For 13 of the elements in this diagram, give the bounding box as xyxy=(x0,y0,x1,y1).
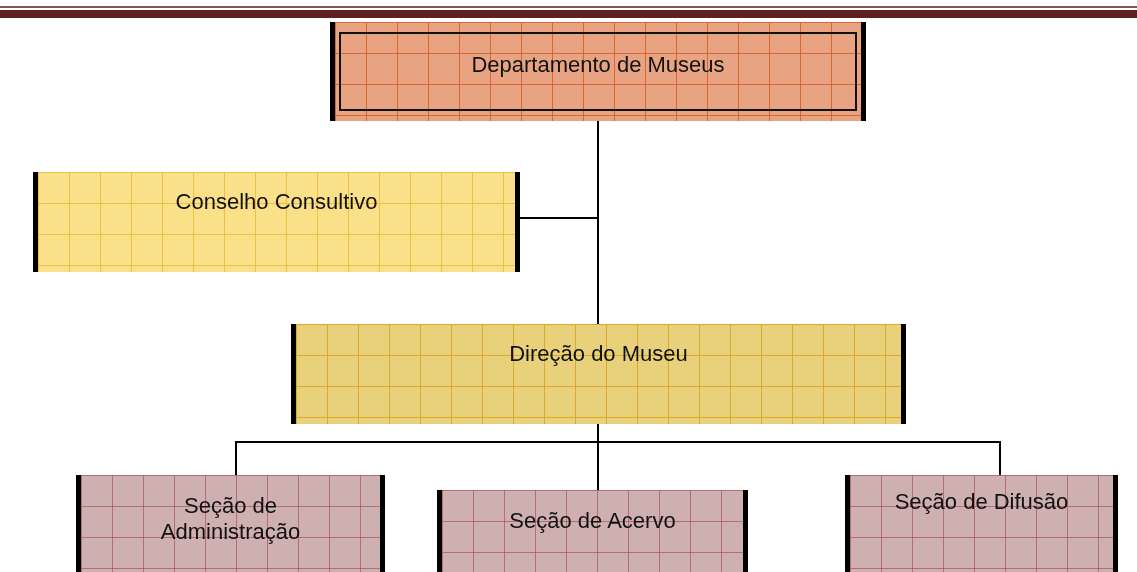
direction-box xyxy=(291,324,906,424)
box-label: Seção de Administração xyxy=(159,493,302,545)
box-label: Seção de Difusão xyxy=(894,489,1069,515)
section-box xyxy=(437,490,748,572)
box-label: Departamento de Museus xyxy=(471,52,725,78)
section-box xyxy=(76,475,385,572)
box-label: Direção do Museu xyxy=(509,341,688,367)
box-label: Seção de Acervo xyxy=(509,508,676,534)
connector-line xyxy=(519,120,599,219)
section-box xyxy=(845,475,1118,572)
council-box xyxy=(33,172,520,272)
box-label: Conselho Consultivo xyxy=(175,189,378,215)
department-box xyxy=(330,22,866,121)
